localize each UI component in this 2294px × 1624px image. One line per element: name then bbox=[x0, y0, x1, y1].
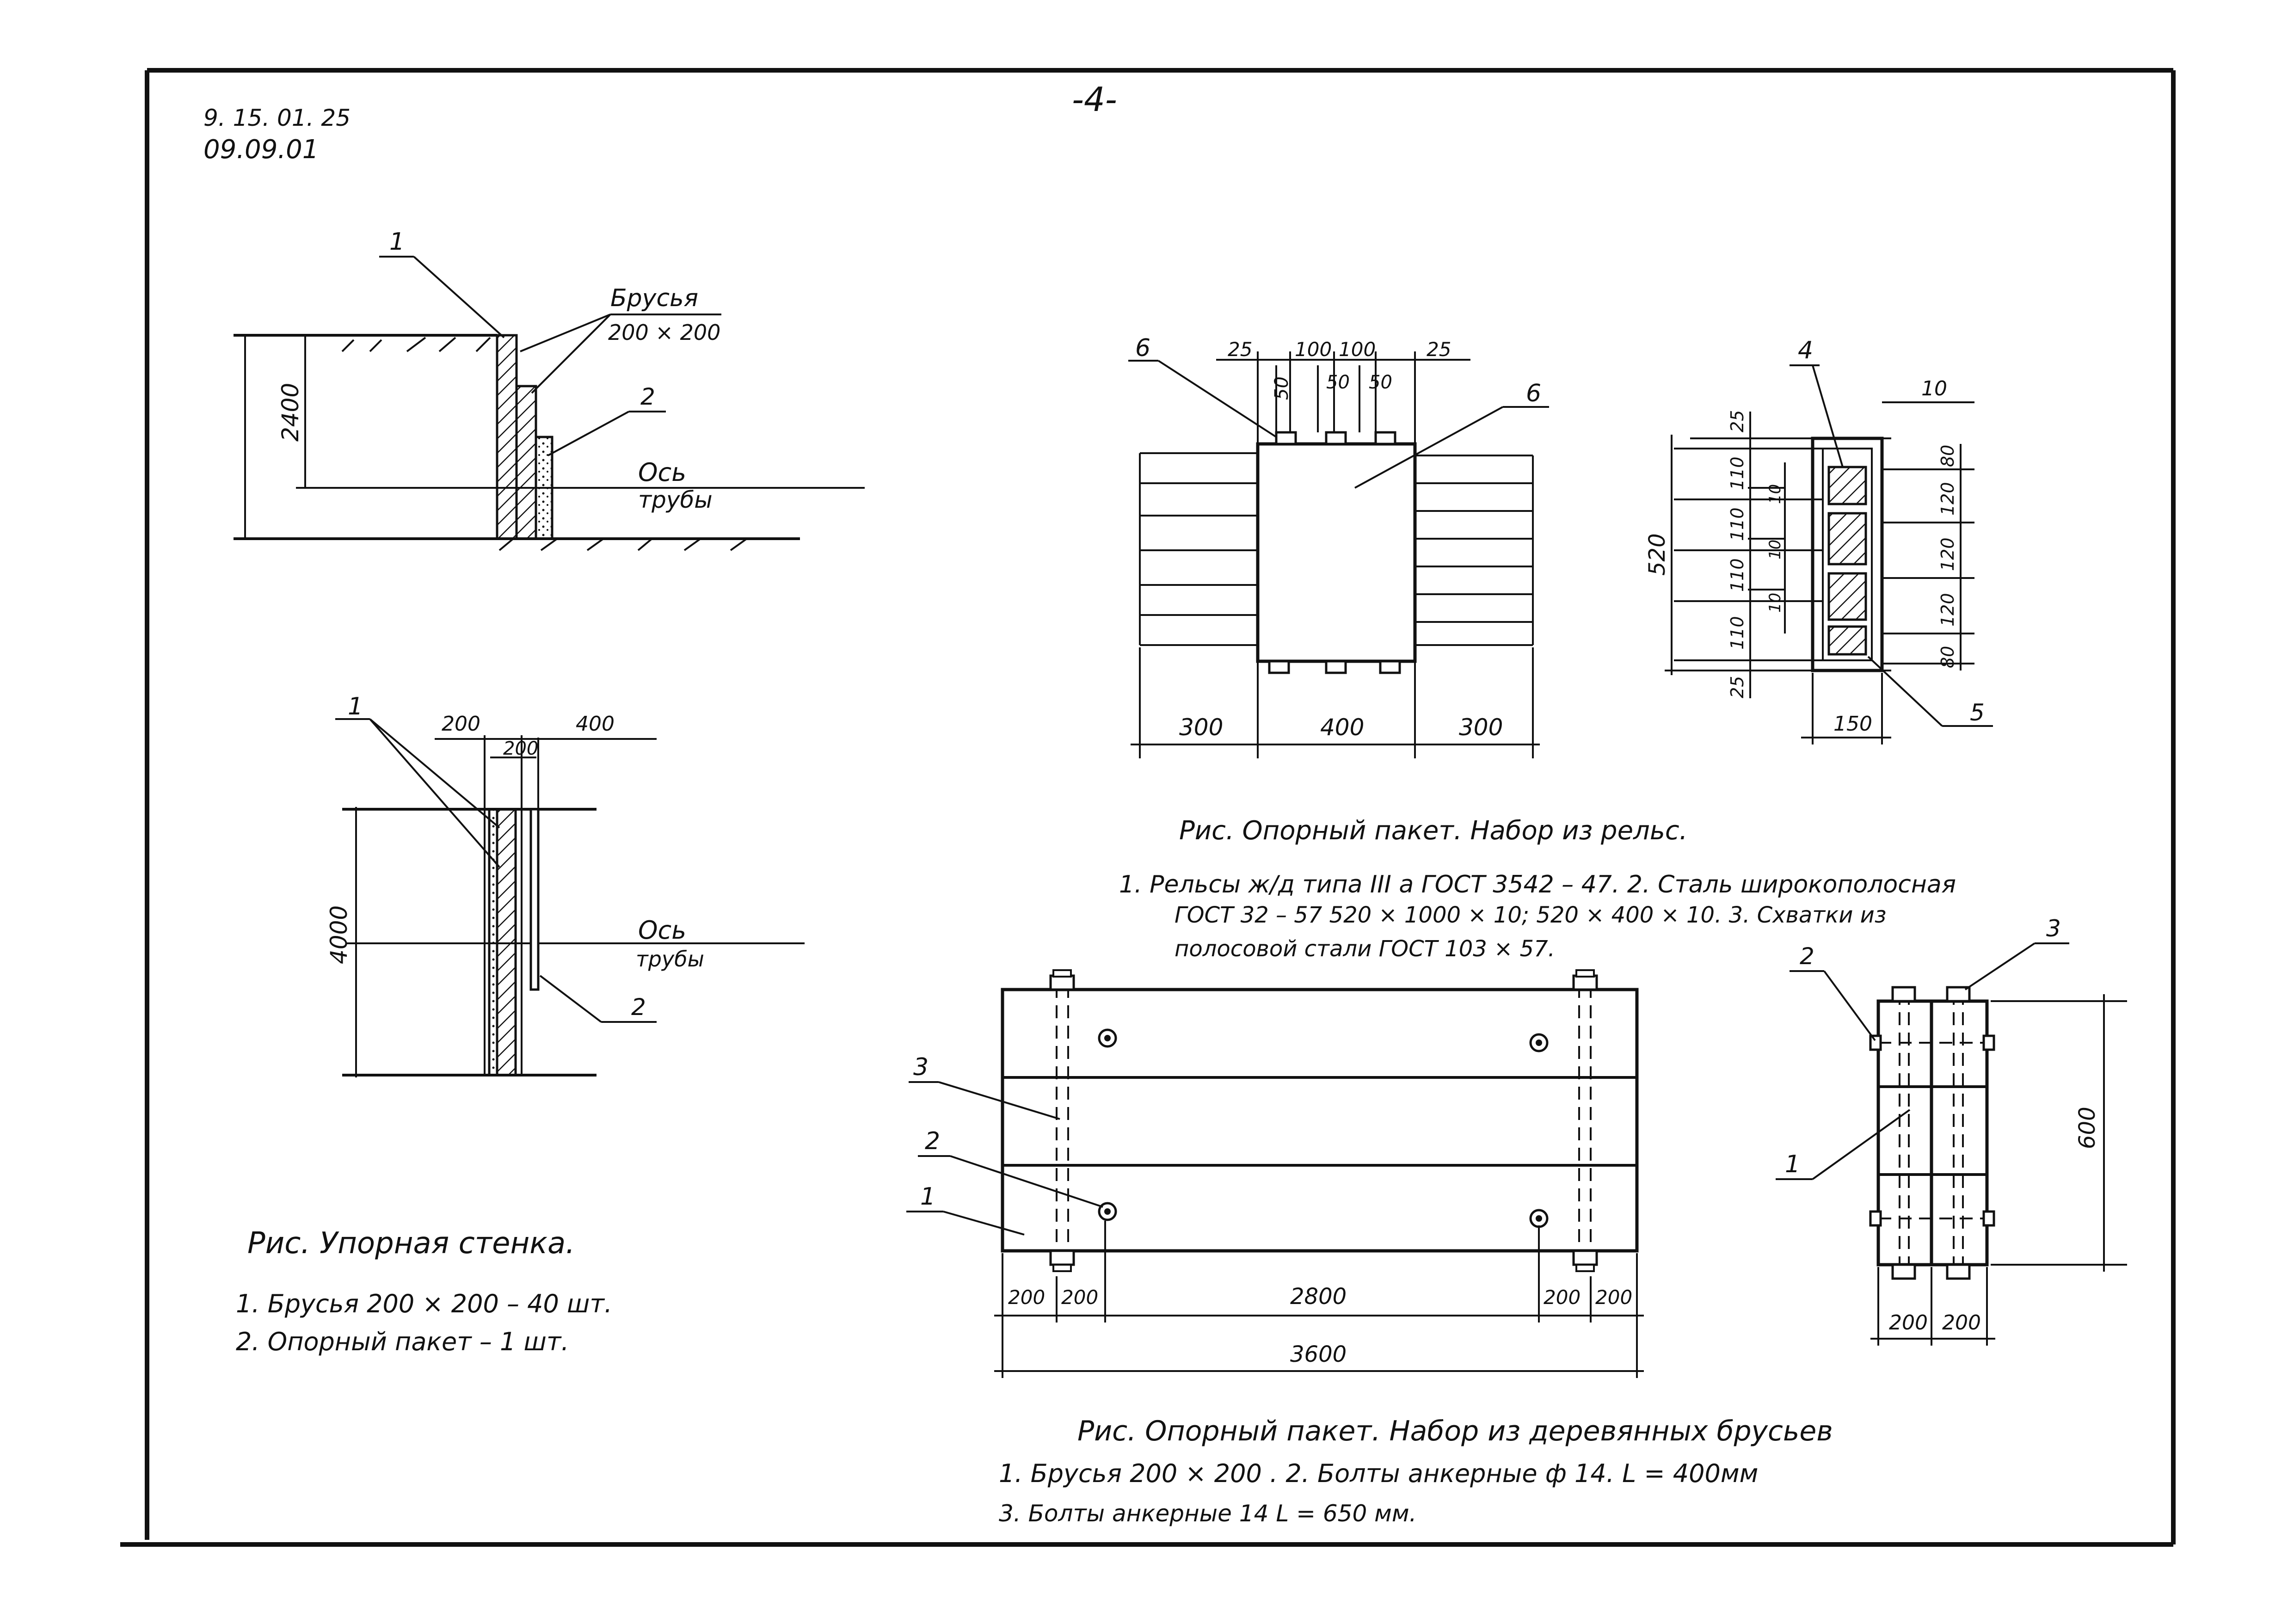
rails-top-dim-2: 100 bbox=[1295, 338, 1332, 361]
timber-side-dim-right-1: 200 bbox=[1544, 1286, 1581, 1309]
timber-note-line-1: 1. Брусья 200 × 200 . 2. Болты анкерные … bbox=[999, 1459, 1758, 1488]
wall-upper-callout-1: 1 bbox=[389, 228, 405, 256]
rails-bottom-dim-1: 300 bbox=[1179, 714, 1223, 741]
timber-end-callout-1: 1 bbox=[1785, 1150, 1800, 1178]
rails-section-callout-5: 5 bbox=[1970, 699, 1985, 726]
rails-section-right-dim-4: 120 bbox=[1937, 593, 1958, 627]
wall-lower-axis-label-2: трубы bbox=[636, 947, 704, 972]
rails-section-left-dim-5: 110 bbox=[1727, 616, 1747, 650]
rails-caption: Рис. Опорный пакет. Набор из рельс. bbox=[1179, 816, 1687, 846]
timber-side-dim-right-2: 200 bbox=[1595, 1286, 1632, 1309]
rails-section-left-dim-2: 110 bbox=[1727, 456, 1747, 490]
wall-lower-callout-1: 1 bbox=[348, 693, 363, 720]
rails-section-dim-520: 520 bbox=[1644, 533, 1670, 576]
sheet-frame bbox=[120, 68, 2176, 1547]
rails-section-gap-dim-3: 10 bbox=[1766, 593, 1784, 613]
timber-end-view: 600 2 3 1 200 200 bbox=[1776, 915, 2127, 1346]
wall-lower-dim-200a: 200 bbox=[442, 712, 480, 736]
rails-front-view: 25 100 100 25 50 50 50 6 6 300 400 300 bbox=[1128, 334, 1549, 758]
doc-code-line1: 9. 15. 01. 25 bbox=[203, 105, 351, 131]
rails-section-dim-150: 150 bbox=[1833, 712, 1872, 736]
timber-end-dim-bottom-1: 200 bbox=[1889, 1311, 1928, 1335]
rails-section-view: 520 25 110 110 110 110 25 10 10 10 80 12… bbox=[1644, 337, 1993, 744]
timber-note-line-2: 3. Болты анкерные 14 L = 650 мм. bbox=[999, 1500, 1417, 1527]
timber-side-callout-1: 1 bbox=[920, 1183, 935, 1211]
rails-inner-dim-3: 50 bbox=[1369, 372, 1392, 393]
rails-top-dim-4: 25 bbox=[1427, 338, 1451, 361]
wall-item-2: 2. Опорный пакет – 1 шт. bbox=[236, 1327, 569, 1356]
rails-inner-dim-1: 50 bbox=[1271, 376, 1292, 400]
rails-top-dim-1: 25 bbox=[1228, 338, 1252, 361]
rails-section-left-dim-4: 110 bbox=[1727, 558, 1747, 592]
rails-section-right-dim-3: 120 bbox=[1937, 537, 1958, 571]
page-number: -4- bbox=[1072, 80, 1117, 119]
rails-note-line-1: 1. Рельсы ж/д типа III а ГОСТ 3542 – 47.… bbox=[1119, 871, 1956, 898]
wall-lower-dim-400: 400 bbox=[576, 712, 615, 736]
rails-section-callout-4: 4 bbox=[1798, 337, 1813, 364]
timber-side-view: 3 2 1 200 200 2800 200 200 3600 bbox=[906, 969, 1644, 1378]
doc-code-line2: 09.09.01 bbox=[203, 135, 319, 165]
wall-item-1: 1. Брусья 200 × 200 – 40 шт. bbox=[236, 1289, 612, 1318]
wall-upper-axis-label-1: Ось bbox=[638, 458, 686, 487]
wall-lower-height-dim: 4000 bbox=[326, 905, 352, 964]
timber-end-callout-3: 3 bbox=[2046, 915, 2061, 942]
wall-upper-beams-size: 200 × 200 bbox=[608, 320, 720, 345]
timber-side-callout-2: 2 bbox=[925, 1127, 940, 1155]
rails-section-right-dim-2: 120 bbox=[1937, 482, 1958, 516]
timber-side-dim-left-2: 200 bbox=[1061, 1286, 1098, 1309]
rails-section-left-dim-6: 25 bbox=[1727, 676, 1747, 698]
wall-lower-dim-200b: 200 bbox=[503, 738, 538, 759]
rails-callout-6b: 6 bbox=[1526, 380, 1541, 407]
timber-end-dim-bottom-2: 200 bbox=[1942, 1311, 1981, 1335]
timber-side-dim-left-1: 200 bbox=[1008, 1286, 1045, 1309]
timber-side-callout-3: 3 bbox=[913, 1053, 929, 1081]
wall-lower-axis-label-1: Ось bbox=[638, 916, 686, 945]
rails-note-line-2: ГОСТ 32 – 57 520 × 1000 × 10; 520 × 400 … bbox=[1175, 902, 1886, 928]
rails-bottom-dim-3: 300 bbox=[1459, 714, 1503, 741]
timber-side-dim-total: 3600 bbox=[1290, 1341, 1347, 1367]
wall-upper-view: 2400 1 Брусья 200 × 200 2 Ось трубы bbox=[234, 228, 865, 551]
rails-top-dim-3: 100 bbox=[1339, 338, 1376, 361]
wall-upper-axis-label-2: трубы bbox=[638, 486, 713, 513]
rails-section-left-dim-3: 110 bbox=[1727, 507, 1747, 541]
wall-lower-callout-2: 2 bbox=[631, 994, 646, 1021]
rails-section-dim-10: 10 bbox=[1921, 377, 1947, 400]
timber-end-dim-600: 600 bbox=[2074, 1107, 2100, 1149]
rails-section-gap-dim-2: 10 bbox=[1766, 540, 1784, 560]
rails-section-left-dim-1: 25 bbox=[1727, 410, 1747, 432]
wall-lower-view: 4000 200 200 400 1 2 Ось трубы bbox=[326, 693, 805, 1077]
rails-left-stack bbox=[1139, 452, 1258, 646]
timber-side-dim-mid: 2800 bbox=[1290, 1284, 1347, 1310]
timber-caption: Рис. Опорный пакет. Набор из деревянных … bbox=[1077, 1415, 1833, 1447]
rails-note-line-3: полосовой стали ГОСТ 103 × 57. bbox=[1175, 936, 1555, 962]
wall-upper-callout-2: 2 bbox=[640, 383, 655, 410]
rails-section-right-dim-5: 80 bbox=[1937, 646, 1958, 668]
rails-callout-6a: 6 bbox=[1135, 334, 1150, 362]
rails-section-gap-dim-1: 10 bbox=[1766, 484, 1784, 504]
timber-end-callout-2: 2 bbox=[1800, 943, 1814, 970]
wall-caption: Рис. Упорная стенка. bbox=[247, 1226, 575, 1261]
rails-inner-dim-2: 50 bbox=[1326, 372, 1350, 393]
rails-bottom-dim-2: 400 bbox=[1320, 714, 1364, 741]
rails-section-right-dim-1: 80 bbox=[1937, 445, 1958, 467]
wall-upper-beams-label: Брусья bbox=[610, 284, 698, 312]
rails-right-stack bbox=[1415, 455, 1534, 646]
wall-upper-height-dim: 2400 bbox=[277, 383, 304, 442]
